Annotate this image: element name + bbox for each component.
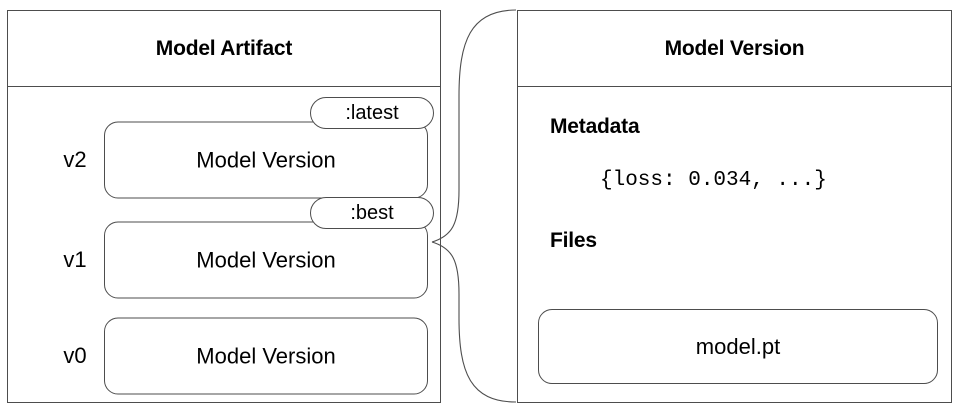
metadata-heading: Metadata: [550, 115, 640, 138]
model-version-body: Metadata {loss: 0.034, ...} Files model.…: [518, 87, 951, 402]
brace-lower-arm: [431, 241, 517, 403]
model-artifact-title: Model Artifact: [8, 11, 440, 87]
model-version-box-v2[interactable]: Model Version: [104, 121, 428, 199]
model-version-panel: Model Version Metadata {loss: 0.034, ...…: [517, 10, 952, 403]
file-box-model-pt[interactable]: model.pt: [538, 309, 938, 384]
files-heading: Files: [550, 229, 597, 252]
model-version-box-v1[interactable]: Model Version: [104, 221, 428, 299]
model-version-title: Model Version: [518, 11, 951, 87]
model-artifact-body: v2 Model Version v1 Model Version v0 Mod…: [8, 87, 440, 402]
version-label-v0: v0: [63, 343, 87, 368]
brace-upper-arm: [431, 9, 517, 243]
tag-chip-best[interactable]: :best: [310, 197, 434, 229]
model-version-box-v0[interactable]: Model Version: [104, 317, 428, 395]
version-label-v1: v1: [63, 247, 87, 272]
version-label-v2: v2: [63, 147, 87, 172]
tag-chip-latest[interactable]: :latest: [310, 97, 434, 129]
metadata-value: {loss: 0.034, ...}: [600, 169, 827, 192]
